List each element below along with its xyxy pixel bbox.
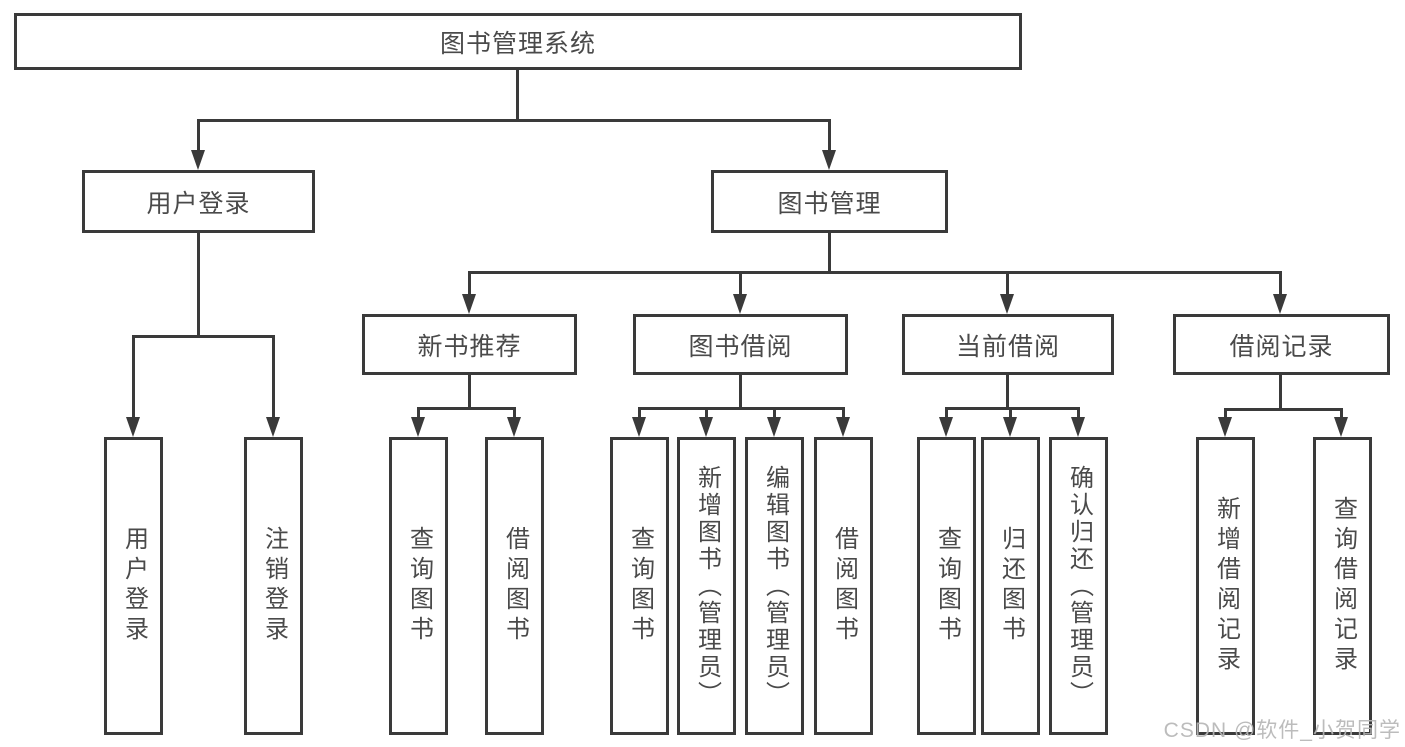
arrow-down	[836, 417, 850, 437]
arrow-down	[507, 417, 521, 437]
connector-mgmt-drop-4	[1279, 271, 1282, 295]
arrow-down	[266, 417, 280, 437]
connector-mgmt-stem	[828, 233, 831, 271]
connector-records-stem	[1279, 375, 1282, 408]
connector-login-stem	[197, 233, 200, 335]
connector-borrow-drop-3	[773, 407, 776, 419]
arrow-down	[733, 294, 747, 314]
arrow-down	[1000, 294, 1014, 314]
connector-mgmt-drop-1	[468, 271, 471, 295]
connector-login-rail	[132, 335, 275, 338]
leaf-label: 借阅图书	[501, 526, 529, 646]
arrow-down	[939, 417, 953, 437]
leaf-borrow-book-recommend: 借阅图书	[485, 437, 544, 735]
node-book-borrow: 图书借阅	[633, 314, 848, 375]
connector-newbooks-stem	[468, 375, 471, 407]
node-label: 图书管理	[777, 189, 882, 218]
leaf-borrow-book: 借阅图书	[814, 437, 873, 735]
connector-borrow-drop-4	[842, 407, 845, 419]
arrow-down	[822, 150, 836, 170]
connector-login-drop-1	[132, 335, 135, 419]
arrow-down	[1071, 417, 1085, 437]
connector-mgmt-drop-2	[739, 271, 742, 295]
connector-newbooks-drop-1	[417, 407, 420, 419]
leaf-label: 新增图书（管理员）	[693, 464, 721, 708]
node-current-borrow: 当前借阅	[902, 314, 1114, 375]
node-library-system: 图书管理系统	[14, 13, 1022, 70]
connector-records-drop-1	[1224, 408, 1227, 419]
node-label: 当前借阅	[955, 332, 1060, 361]
arrow-down	[411, 417, 425, 437]
leaf-label: 新增借阅记录	[1212, 496, 1240, 676]
leaf-label: 查询借阅记录	[1329, 496, 1357, 676]
connector-records-rail	[1224, 408, 1343, 411]
leaf-label: 查询图书	[626, 526, 654, 646]
connector-login-drop-2	[272, 335, 275, 419]
node-label: 图书借阅	[688, 332, 793, 361]
connector-current-drop-3	[1077, 407, 1080, 419]
leaf-label: 用户登录	[120, 526, 148, 646]
arrow-down	[632, 417, 646, 437]
leaf-add-borrow-record: 新增借阅记录	[1196, 437, 1255, 735]
node-book-management: 图书管理	[711, 170, 948, 233]
connector-current-drop-1	[945, 407, 948, 419]
connector-records-drop-2	[1340, 408, 1343, 419]
node-label: 借阅记录	[1229, 332, 1334, 361]
connector-root-stem	[516, 70, 519, 119]
connector-newbooks-drop-2	[513, 407, 516, 419]
arrow-down	[462, 294, 476, 314]
connector-mgmt-drop-3	[1006, 271, 1009, 295]
node-label: 新书推荐	[417, 332, 522, 361]
leaf-logout: 注销登录	[244, 437, 303, 735]
leaf-query-book-recommend: 查询图书	[389, 437, 448, 735]
connector-mgmt-rail	[468, 271, 1282, 274]
leaf-label: 归还图书	[997, 526, 1025, 646]
node-borrow-records: 借阅记录	[1173, 314, 1390, 375]
leaf-return-book: 归还图书	[981, 437, 1040, 735]
connector-current-stem	[1006, 375, 1009, 407]
arrow-down	[1334, 417, 1348, 437]
arrow-down	[126, 417, 140, 437]
node-label: 图书管理系统	[439, 29, 596, 58]
csdn-watermark: CSDN @软件_小贺同学	[1163, 719, 1401, 742]
connector-root-drop-left	[197, 119, 200, 152]
connector-borrow-rail	[638, 407, 845, 410]
arrow-down	[699, 417, 713, 437]
arrow-down	[1218, 417, 1232, 437]
arrow-down	[1003, 417, 1017, 437]
leaf-label: 查询图书	[405, 526, 433, 646]
leaf-label: 确认归还（管理员）	[1065, 464, 1093, 708]
leaf-label: 编辑图书（管理员）	[761, 464, 789, 708]
connector-current-rail	[945, 407, 1080, 410]
connector-newbooks-rail	[417, 407, 516, 410]
node-label: 用户登录	[146, 189, 251, 218]
node-new-book-recommend: 新书推荐	[362, 314, 577, 375]
leaf-label: 借阅图书	[830, 526, 858, 646]
leaf-edit-book-admin: 编辑图书（管理员）	[745, 437, 804, 735]
leaf-label: 注销登录	[260, 526, 288, 646]
connector-current-drop-2	[1009, 407, 1012, 419]
leaf-confirm-return-admin: 确认归还（管理员）	[1049, 437, 1108, 735]
leaf-add-book-admin: 新增图书（管理员）	[677, 437, 736, 735]
arrow-down	[767, 417, 781, 437]
leaf-label: 查询图书	[933, 526, 961, 646]
connector-borrow-stem	[739, 375, 742, 407]
leaf-query-book-current: 查询图书	[917, 437, 976, 735]
leaf-user-login: 用户登录	[104, 437, 163, 735]
connector-root-drop-right	[828, 119, 831, 152]
node-user-login: 用户登录	[82, 170, 315, 233]
arrow-down	[191, 150, 205, 170]
connector-borrow-drop-2	[705, 407, 708, 419]
connector-root-rail	[197, 119, 831, 122]
leaf-query-borrow-record: 查询借阅记录	[1313, 437, 1372, 735]
arrow-down	[1273, 294, 1287, 314]
connector-borrow-drop-1	[638, 407, 641, 419]
leaf-query-book-borrow: 查询图书	[610, 437, 669, 735]
